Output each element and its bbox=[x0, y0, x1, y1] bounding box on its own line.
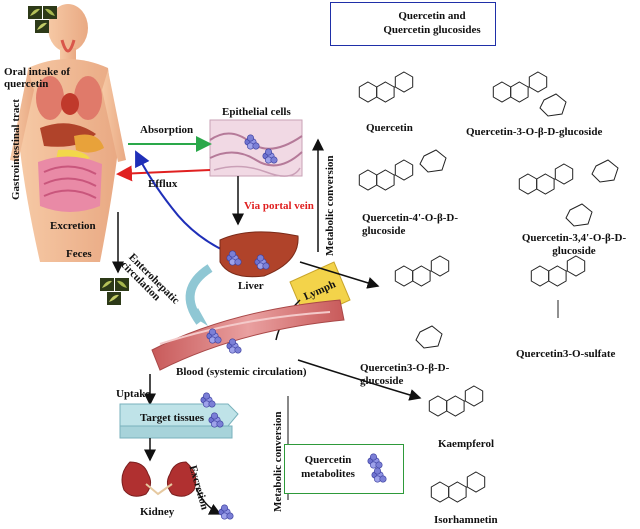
isorhamnetin-name: Isorhamnetin bbox=[434, 514, 498, 526]
q34g-name: Quercetin-3,4'-O-β-D-glucoside bbox=[521, 232, 627, 257]
oral-intake-label: Oral intake of quercetin bbox=[4, 66, 70, 90]
blood-to-metabolites-arrow bbox=[297, 359, 422, 401]
blood-vessel-image bbox=[151, 299, 345, 371]
q3g-b-structure bbox=[395, 256, 448, 349]
quercetin-structure bbox=[359, 72, 412, 102]
kidney-image bbox=[121, 461, 197, 497]
metabolic-conversion-bottom-label: Metabolic conversion bbox=[272, 411, 284, 512]
enterohepatic-arrow bbox=[135, 150, 237, 257]
excretion-left-label: Excretion bbox=[50, 220, 96, 232]
absorption-label: Absorption bbox=[140, 124, 194, 136]
liver-image bbox=[219, 231, 299, 278]
legend-quercetin-metabolites-text: Quercetin metabolites bbox=[301, 454, 355, 480]
blood-label: Blood (systemic circulation) bbox=[176, 366, 307, 378]
liver-to-q3g-arrow bbox=[299, 261, 380, 289]
gi-tract-label: Gastrointestinal tract bbox=[10, 99, 22, 200]
legend-quercetin-glucosides: Quercetin and Quercetin glucosides bbox=[330, 2, 496, 46]
target-tissues-label: Target tissues bbox=[140, 412, 205, 424]
feces-label: Feces bbox=[66, 248, 92, 260]
metabolites-molecule-icon bbox=[367, 453, 387, 483]
legend-quercetin-metabolites: Quercetin metabolites bbox=[284, 444, 404, 494]
isorhamnetin-structure bbox=[431, 472, 484, 502]
via-portal-vein-label: Via portal vein bbox=[244, 200, 314, 212]
q4g-structure bbox=[359, 149, 447, 190]
kidney-excretion-arrow bbox=[195, 487, 222, 515]
q3g-structure bbox=[493, 72, 567, 117]
efflux-label: Efflux bbox=[148, 178, 178, 190]
legend-quercetin-glucosides-text: Quercetin and Quercetin glucosides bbox=[383, 10, 481, 36]
target-tissues-image bbox=[119, 392, 239, 439]
kaempferol-name: Kaempferol bbox=[438, 438, 495, 450]
q34g-structure bbox=[519, 159, 619, 227]
q3g-name: Quercetin-3-O-β-D-glucoside bbox=[466, 126, 603, 138]
metabolic-conversion-top-label: Metabolic conversion bbox=[324, 155, 336, 256]
efflux-arrow bbox=[116, 165, 211, 182]
kidney-label: Kidney bbox=[140, 506, 175, 518]
q3s-name: Quercetin3-O-sulfate bbox=[516, 348, 616, 360]
human-body-illustration bbox=[10, 4, 126, 262]
q3s-structure bbox=[531, 256, 584, 318]
uptake-label: Uptake bbox=[116, 388, 151, 400]
kaempferol-structure bbox=[429, 386, 482, 416]
epithelial-cells-image bbox=[209, 119, 303, 177]
q4g-name: Quercetin-4'-O-β-D-glucoside bbox=[362, 212, 459, 237]
quercetin-name: Quercetin bbox=[366, 122, 413, 134]
liver-label: Liver bbox=[238, 280, 264, 292]
epithelial-cells-label: Epithelial cells bbox=[222, 106, 291, 118]
q3g-b-name: Quercetin3-O-β-D-glucoside bbox=[360, 362, 450, 387]
feces-tablet-icon bbox=[100, 278, 129, 305]
